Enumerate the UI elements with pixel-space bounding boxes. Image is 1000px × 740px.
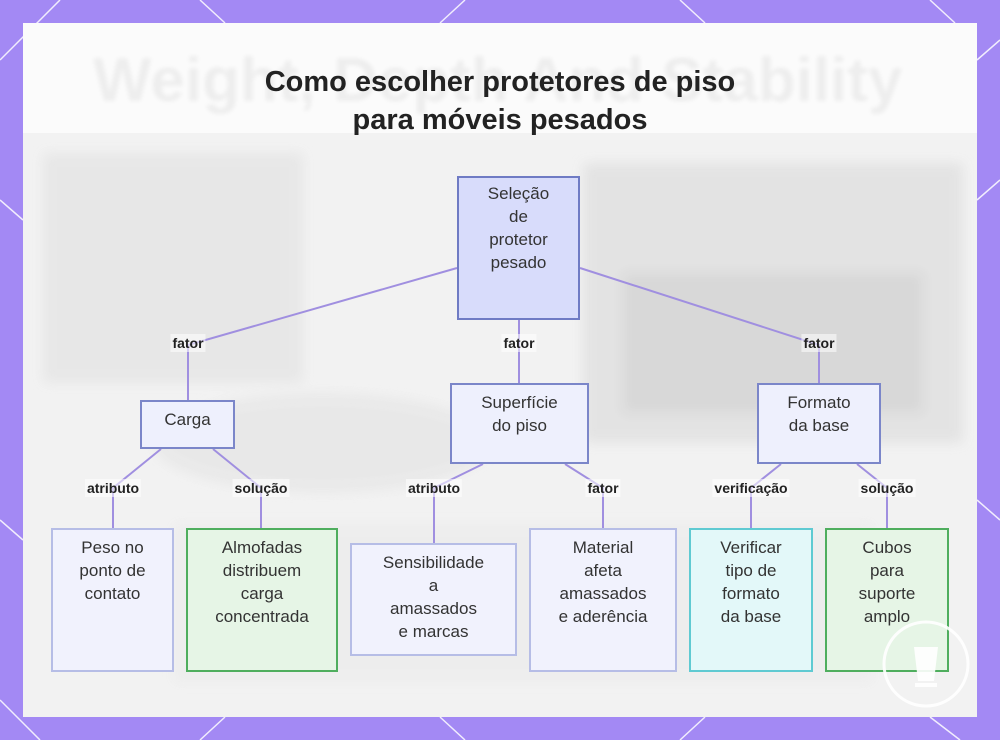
- node-almofadas-line-1: Almofadas: [221, 538, 303, 557]
- node-sensibilidade-line-3: amassados: [390, 599, 477, 618]
- node-peso-line-2: ponto de: [79, 561, 146, 580]
- node-cubos-line-1: Cubos: [862, 538, 912, 557]
- edge-label-root-carga: fator: [170, 334, 206, 352]
- node-peso-line-3: contato: [84, 584, 141, 603]
- node-verificar-line-2: tipo de: [725, 561, 777, 580]
- node-root-line-1: Seleção: [487, 184, 550, 203]
- node-carga: Carga: [140, 400, 235, 449]
- title-line-1: Como escolher protetores de piso: [264, 66, 736, 98]
- edge-label-superficie-material: fator: [585, 479, 621, 497]
- title-line-2: para móveis pesados: [352, 104, 648, 136]
- edge-label-formato-cubos: solução: [858, 479, 916, 497]
- node-sensibilidade: Sensibilidade a amassados e marcas: [350, 543, 517, 656]
- node-formato-line-2: da base: [788, 416, 850, 435]
- node-root: Seleção de protetor pesado: [457, 176, 580, 320]
- edge-label-carga-almofadas: solução: [232, 479, 290, 497]
- diagram-edges: [112, 267, 888, 543]
- node-superficie-line-2: do piso: [492, 416, 547, 435]
- node-carga-line-1: Carga: [164, 410, 211, 429]
- watermark-text: Weight, Depth And Stability: [93, 46, 903, 115]
- edge-label-carga-peso: atributo: [84, 479, 142, 497]
- node-almofadas-line-2: distribuem: [222, 561, 302, 580]
- node-root-line-3: protetor: [489, 230, 548, 249]
- node-superficie: Superfície do piso: [450, 383, 589, 464]
- edge-superficie-sensibilidade: [433, 463, 484, 543]
- node-verificar-line-1: Verificar: [720, 538, 782, 557]
- edge-label-superficie-sensibilidade: atributo: [405, 479, 463, 497]
- node-sensibilidade-line-2: a: [428, 576, 439, 595]
- node-almofadas-line-4: concentrada: [215, 607, 309, 626]
- node-cubos-line-3: suporte: [858, 584, 916, 603]
- node-root-line-2: de: [509, 207, 528, 226]
- node-material: Material afeta amassados e aderência: [529, 528, 677, 672]
- node-verificar: Verificar tipo de formato da base: [689, 528, 813, 672]
- node-verificar-line-4: da base: [720, 607, 782, 626]
- node-sensibilidade-line-1: Sensibilidade: [382, 553, 485, 572]
- edge-label-root-superficie: fator: [501, 334, 537, 352]
- page-title: Como escolher protetores de piso para mó…: [23, 63, 977, 139]
- node-peso-line-1: Peso no: [81, 538, 144, 557]
- node-material-line-3: amassados: [559, 584, 647, 603]
- node-superficie-line-1: Superfície: [481, 393, 558, 412]
- edge-label-root-formato: fator: [801, 334, 837, 352]
- node-peso: Peso no ponto de contato: [51, 528, 174, 672]
- edge-label-formato-verificar: verificação: [712, 479, 790, 497]
- node-verificar-line-3: formato: [722, 584, 780, 603]
- node-formato-line-1: Formato: [787, 393, 851, 412]
- edge-root-formato: [579, 267, 820, 383]
- node-material-line-4: e aderência: [558, 607, 648, 626]
- cup-icon: [882, 620, 970, 708]
- node-formato: Formato da base: [757, 383, 881, 464]
- node-almofadas: Almofadas distribuem carga concentrada: [186, 528, 338, 672]
- node-root-line-4: pesado: [490, 253, 547, 272]
- node-cubos-line-2: para: [869, 561, 904, 580]
- node-sensibilidade-line-4: e marcas: [398, 622, 469, 641]
- node-almofadas-line-3: carga: [240, 584, 284, 603]
- diagram-card: Weight, Depth And Stability Como escolhe…: [23, 23, 977, 717]
- node-cubos-line-4: amplo: [863, 607, 911, 626]
- node-material-line-2: afeta: [584, 561, 622, 580]
- node-material-line-1: Material: [572, 538, 634, 557]
- edge-root-carga: [187, 267, 458, 400]
